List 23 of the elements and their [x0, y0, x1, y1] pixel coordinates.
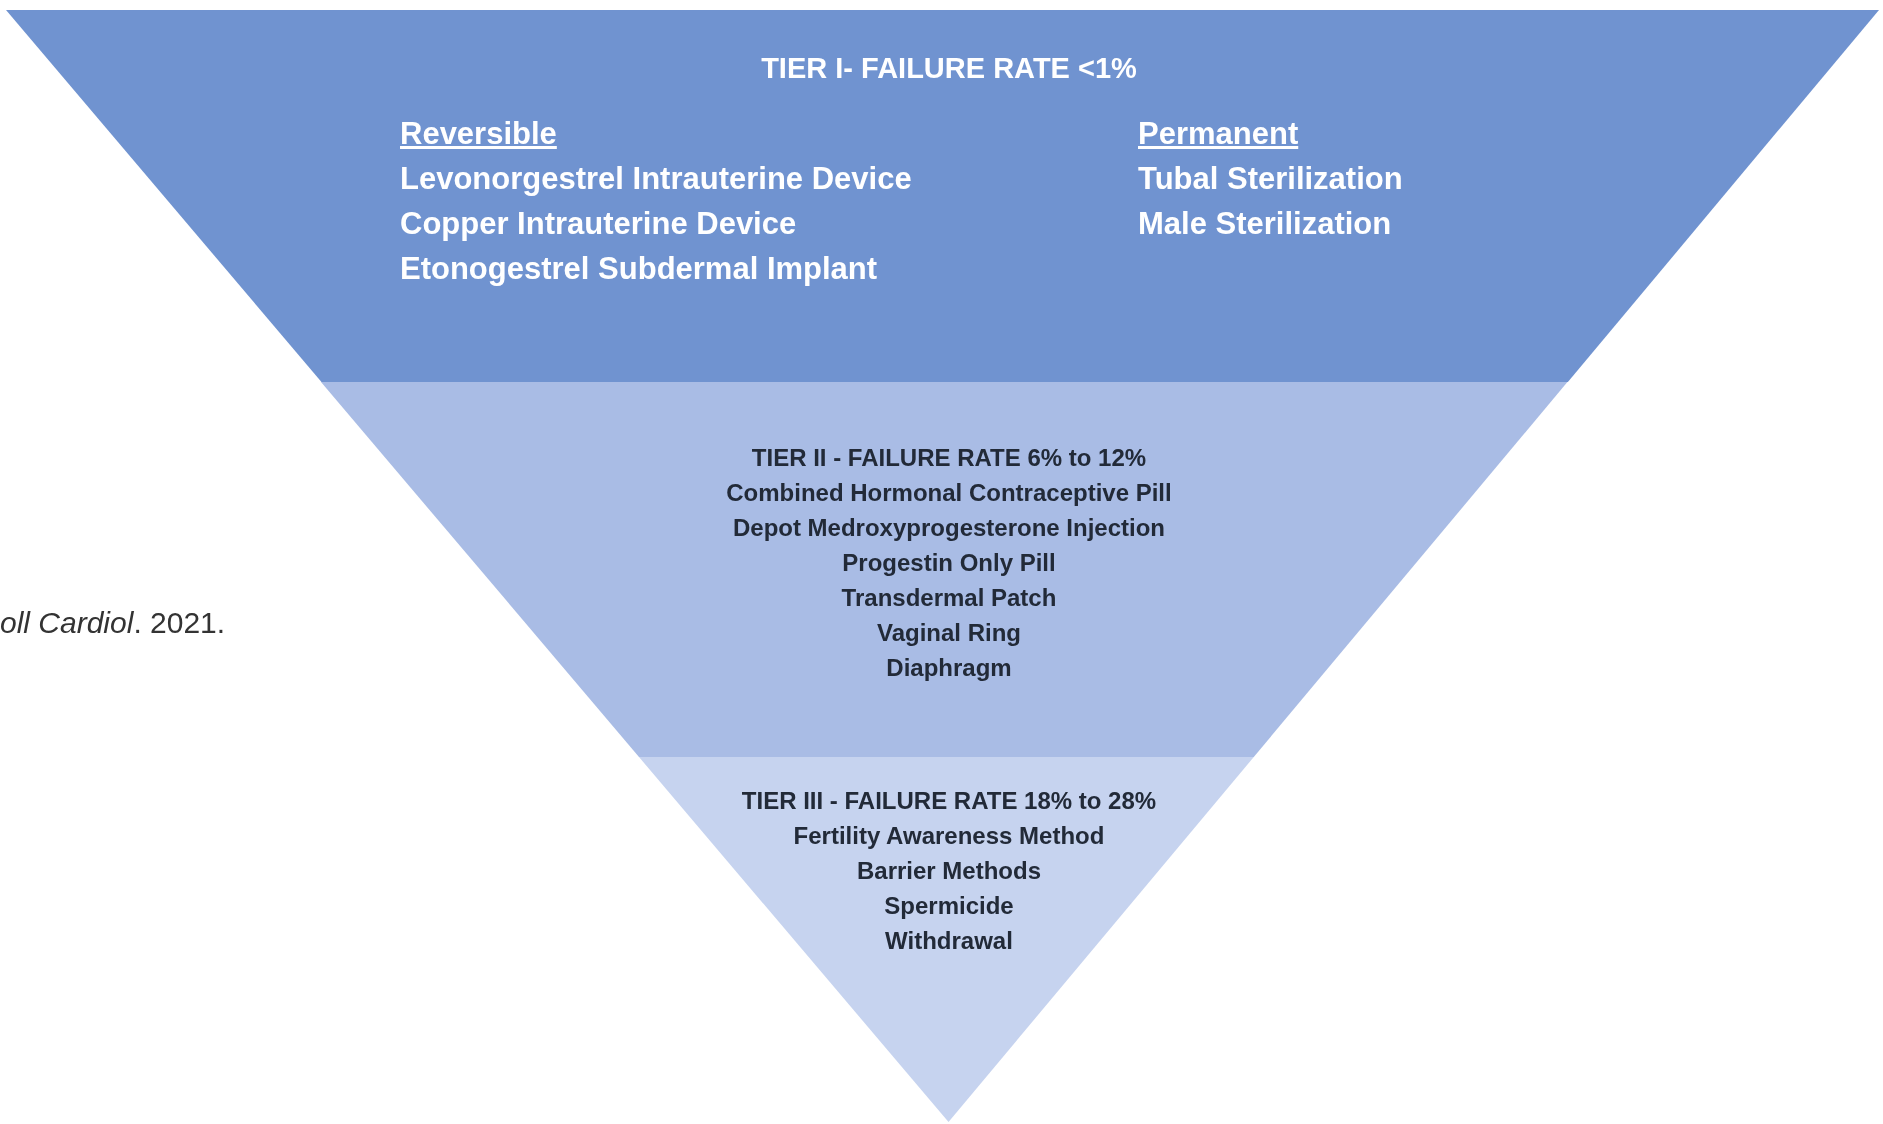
column-heading: Permanent — [1138, 116, 1299, 152]
method-item: Spermicide — [884, 892, 1014, 920]
method-item: Combined Hormonal Contraceptive Pill — [726, 479, 1172, 507]
tier-band — [6, 10, 1879, 382]
tier-heading: TIER III - FAILURE RATE 18% to 28% — [741, 787, 1157, 815]
method-item: Male Sterilization — [1138, 206, 1392, 242]
method-item: Fertility Awareness Method — [793, 822, 1105, 850]
tier-band — [321, 382, 1568, 757]
method-item: Transdermal Patch — [841, 584, 1057, 612]
method-item: Copper Intrauterine Device — [400, 206, 797, 242]
citation-text: oll Cardiol. 2021. — [0, 606, 226, 640]
method-item: Tubal Sterilization — [1138, 161, 1403, 197]
column-heading: Reversible — [400, 116, 557, 152]
method-item: Etonogestrel Subdermal Implant — [400, 251, 878, 287]
method-item: Barrier Methods — [856, 857, 1041, 885]
method-item: Withdrawal — [885, 927, 1013, 955]
method-item: Progestin Only Pill — [842, 549, 1056, 577]
method-item: Depot Medroxyprogesterone Injection — [732, 514, 1165, 542]
tier-heading: TIER I- FAILURE RATE <1% — [761, 52, 1137, 85]
method-item: Diaphragm — [886, 654, 1012, 682]
method-item: Levonorgestrel Intrauterine Device — [400, 161, 912, 197]
tier-heading: TIER II - FAILURE RATE 6% to 12% — [751, 444, 1147, 472]
method-item: Vaginal Ring — [876, 619, 1021, 647]
